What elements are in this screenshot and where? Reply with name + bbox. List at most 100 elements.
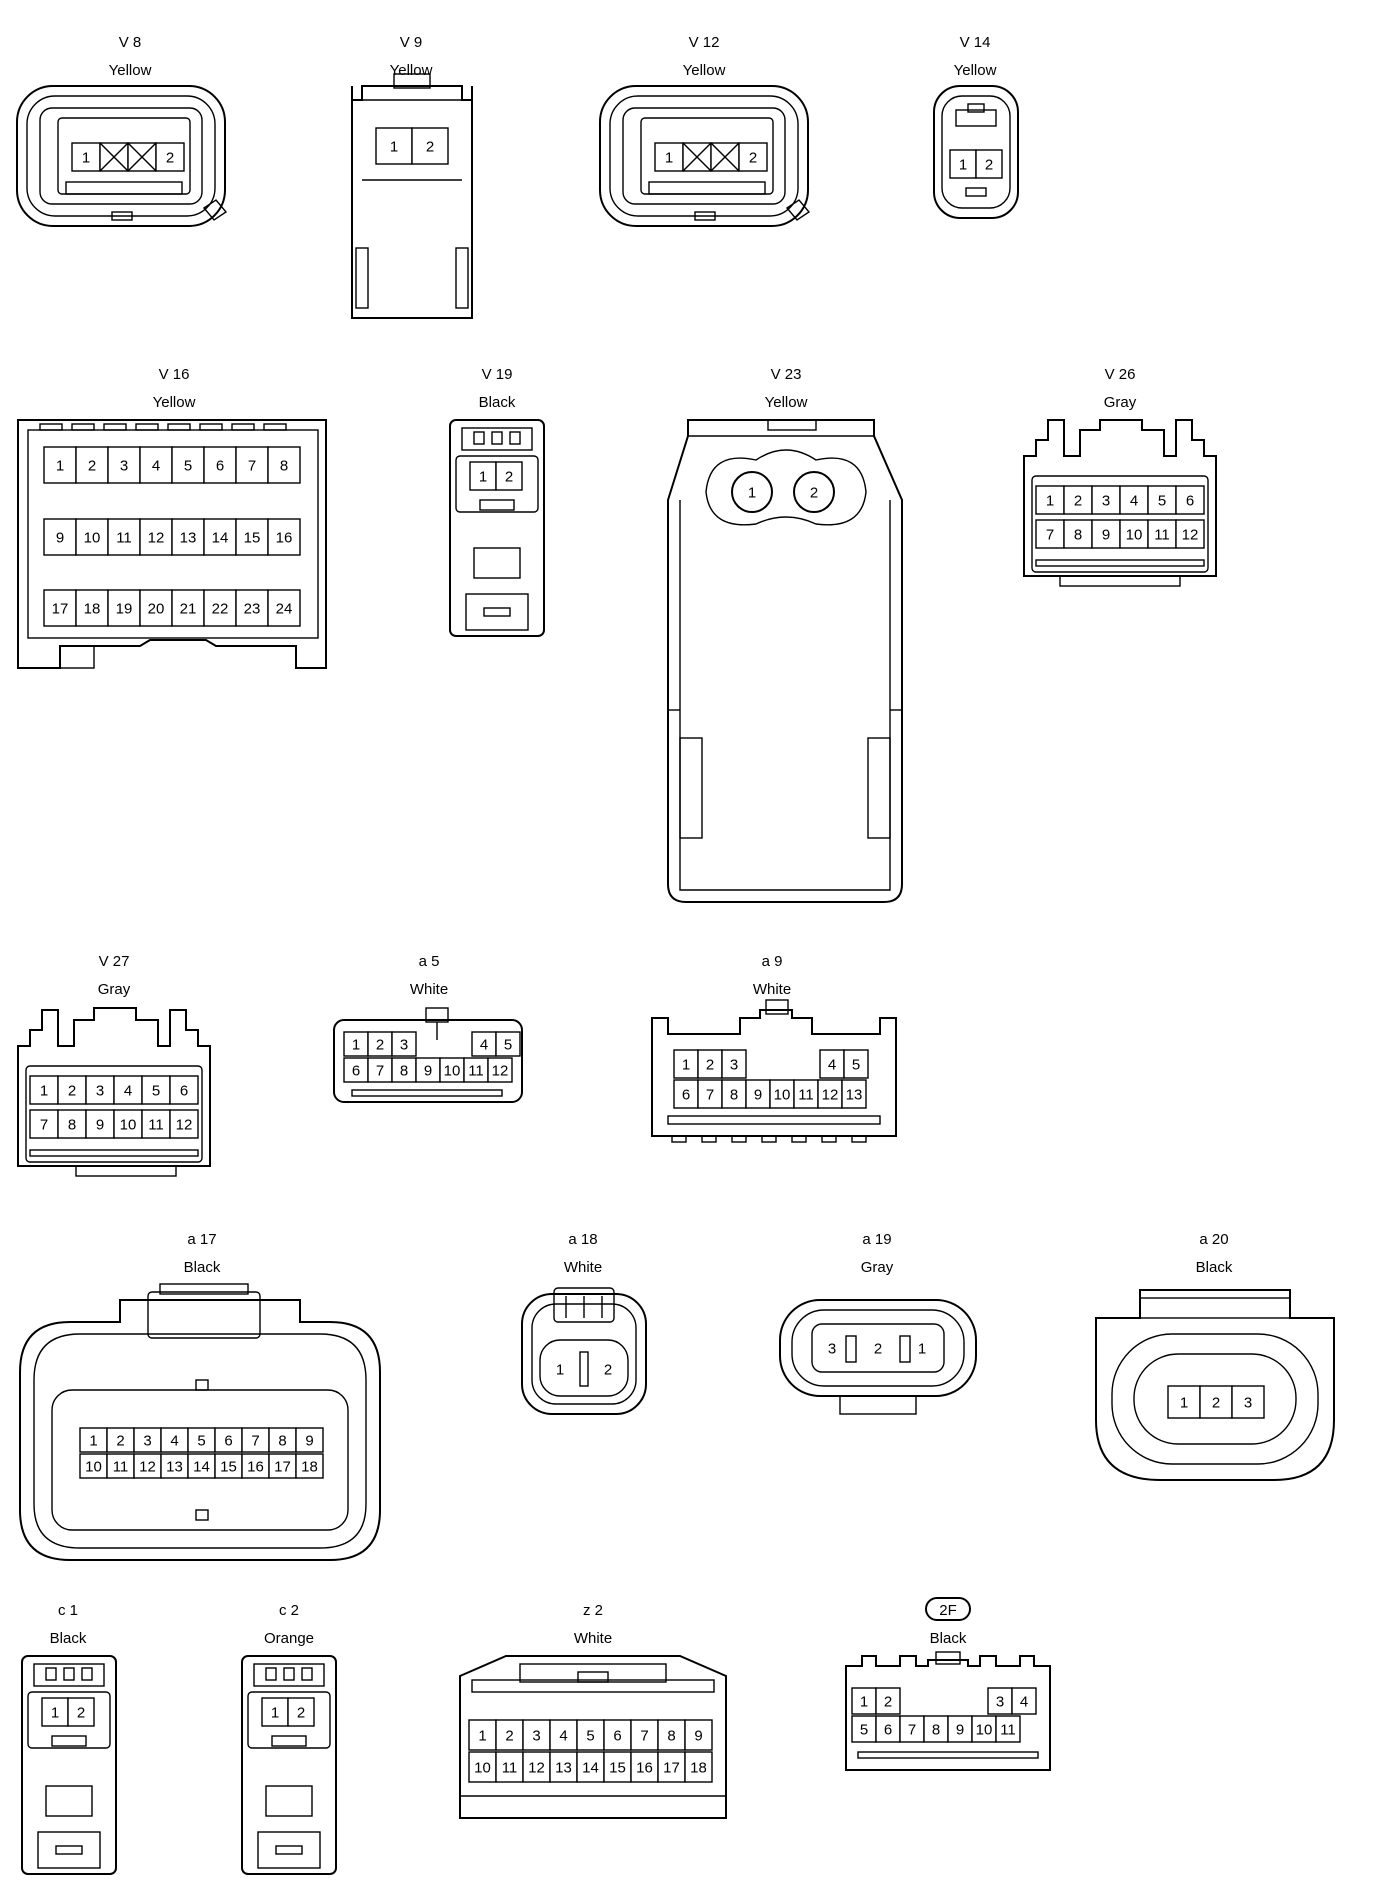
housing-outline <box>821 1135 837 1143</box>
housing-outline <box>33 1333 367 1549</box>
pin-cavity <box>391 1057 417 1083</box>
housing-outline <box>17 1007 211 1167</box>
pin-number: 10 <box>1126 527 1143 544</box>
pin-number: 6 <box>224 1433 232 1450</box>
pin-number: 5 <box>586 1728 594 1745</box>
connector-color: Black <box>479 394 516 411</box>
pin-number: 8 <box>68 1117 76 1134</box>
pin-cavity <box>468 1751 497 1783</box>
pin-number: 19 <box>116 601 133 618</box>
pin-number: 10 <box>444 1063 461 1080</box>
pin-cavity <box>975 149 1003 179</box>
housing-outline <box>195 1379 209 1391</box>
pin-cavity <box>203 446 237 484</box>
housing-outline <box>461 427 533 451</box>
pin-number: 4 <box>828 1057 836 1074</box>
pin-cavity <box>738 142 768 172</box>
pin-cavity <box>107 518 141 556</box>
pin-cavity <box>947 1715 973 1743</box>
pin-number: 5 <box>860 1722 868 1739</box>
housing-outline <box>333 1019 523 1103</box>
connector-id: V 12 <box>689 34 720 51</box>
pin-cavity <box>549 1719 578 1751</box>
pin-number: 20 <box>148 601 165 618</box>
housing-line <box>99 142 129 172</box>
pin-cavity <box>697 1079 723 1109</box>
housing-outline <box>231 423 255 431</box>
pin-cavity <box>439 1057 465 1083</box>
pin-number: 5 <box>152 1083 160 1100</box>
housing-outline <box>767 419 817 431</box>
pin-cavity <box>107 589 141 627</box>
pin-cavity <box>267 518 301 556</box>
pin-number: 2 <box>749 150 757 167</box>
pin-number: 2 <box>874 1341 882 1358</box>
pin-number: 8 <box>667 1728 675 1745</box>
pin-number: 1 <box>918 1341 926 1358</box>
pin-number: 1 <box>40 1083 48 1100</box>
pin-number: 14 <box>582 1760 599 1777</box>
pin-cavity <box>522 1719 551 1751</box>
pin-cavity <box>745 1079 771 1109</box>
pin-number: 9 <box>305 1433 313 1450</box>
pin-number: 14 <box>212 530 229 547</box>
pin-number: 1 <box>748 485 756 502</box>
pin-cavity <box>133 1427 162 1453</box>
housing-outline <box>59 645 95 669</box>
pin-number: 15 <box>220 1459 237 1476</box>
housing-outline <box>271 1735 307 1747</box>
pin-number: 12 <box>1182 527 1199 544</box>
pin-number: 10 <box>84 530 101 547</box>
pin-cavity <box>1175 485 1205 515</box>
connector-id: V 19 <box>482 366 513 383</box>
pin-number: 6 <box>1186 493 1194 510</box>
housing-outline <box>351 1089 503 1097</box>
housing-outline <box>247 1691 331 1749</box>
housing-outline <box>577 1671 609 1683</box>
pin-number: 5 <box>184 458 192 475</box>
housing-outline <box>455 247 469 309</box>
pin-number: 10 <box>774 1087 791 1104</box>
pin-cavity <box>295 1453 324 1479</box>
housing-outline <box>257 1831 321 1869</box>
housing-outline <box>355 247 369 309</box>
connector-id: V 27 <box>99 953 130 970</box>
pin-number: 12 <box>528 1760 545 1777</box>
pin-cavity <box>630 1751 659 1783</box>
pin-number: 3 <box>828 1341 836 1358</box>
pin-number: 3 <box>1102 493 1110 510</box>
housing-outline <box>263 423 287 431</box>
pin-number: 2 <box>1212 1395 1220 1412</box>
pin-cavity <box>43 589 77 627</box>
pin-number: 6 <box>216 458 224 475</box>
pin-number: 17 <box>663 1760 680 1777</box>
pin-number: 2 <box>810 485 818 502</box>
housing-outline <box>705 449 867 526</box>
pin-number: 12 <box>139 1459 156 1476</box>
pin-number: 2 <box>88 458 96 475</box>
connector-id: c 1 <box>58 1602 78 1619</box>
pin-cavity <box>235 446 269 484</box>
pin-number: 11 <box>116 530 132 547</box>
connector-color: Black <box>50 1630 87 1647</box>
pin-cavity <box>1035 519 1065 549</box>
connector-color: Yellow <box>109 62 152 79</box>
pin-number: 9 <box>1102 527 1110 544</box>
connector-id: a 20 <box>1199 1231 1228 1248</box>
housing-outline <box>622 107 786 205</box>
connector-color: Orange <box>264 1630 314 1647</box>
pin-number: 1 <box>82 150 90 167</box>
housing-outline <box>694 211 716 221</box>
connector-color: White <box>574 1630 612 1647</box>
